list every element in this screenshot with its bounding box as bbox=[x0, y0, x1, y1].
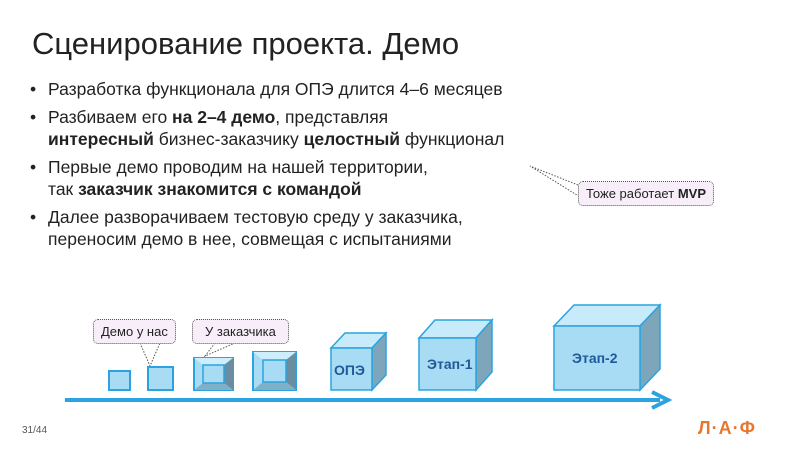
page-number: 31/44 bbox=[22, 425, 48, 436]
bullet-text: переносим демо в нее, совмещая с испытан… bbox=[48, 229, 452, 249]
bullet-bold: заказчик знакомится с командой bbox=[78, 179, 362, 199]
bullet-text: Разработка функционала для ОПЭ длится 4–… bbox=[48, 79, 503, 99]
bullet-text: , представляя bbox=[275, 107, 389, 127]
bullet-text: Разбиваем его bbox=[48, 107, 173, 127]
at-client-callout: У заказчика bbox=[192, 319, 289, 344]
bullet-text: функционал bbox=[400, 129, 505, 149]
arrow-head bbox=[651, 390, 673, 410]
cube-label: Этап-2 bbox=[572, 350, 618, 366]
demo-box-4 bbox=[252, 351, 297, 391]
demo-box-1 bbox=[108, 370, 131, 391]
bullet-text: Первые демо проводим на нашей территории… bbox=[48, 157, 428, 177]
bullet-4: Далее разворачиваем тестовую среду у зак… bbox=[30, 206, 504, 250]
demo-us-callout: Демо у нас bbox=[93, 319, 176, 344]
callout-text: Тоже работает bbox=[586, 186, 678, 201]
mvp-callout-tail bbox=[529, 165, 586, 201]
callout-bold: MVP bbox=[677, 186, 706, 201]
company-logo: Л·А·Ф bbox=[698, 418, 756, 438]
demo-box-3 bbox=[193, 357, 234, 391]
bullet-text: так bbox=[48, 179, 79, 199]
cube-stage-1 bbox=[417, 318, 494, 392]
slide-title: Сценирование проекта. Демо bbox=[32, 26, 460, 61]
client-callout-tail bbox=[203, 342, 236, 358]
bullet-bold: целостный bbox=[303, 129, 401, 149]
bullet-text: Далее разворачиваем тестовую среду у зак… bbox=[48, 207, 463, 227]
cube-label: Этап-1 bbox=[427, 356, 473, 372]
cube-ope bbox=[329, 331, 388, 392]
bullet-1: Разработка функционала для ОПЭ длится 4–… bbox=[30, 78, 504, 100]
bullet-3: Первые демо проводим на нашей территории… bbox=[30, 156, 504, 200]
cube-stage-2 bbox=[552, 303, 662, 392]
demo-callout-tail bbox=[139, 342, 161, 368]
mvp-callout: Тоже работает MVP bbox=[578, 181, 714, 206]
bullet-list: Разработка функционала для ОПЭ длится 4–… bbox=[30, 78, 504, 256]
bullet-bold: на 2–4 демо bbox=[172, 107, 276, 127]
bullet-2: Разбиваем его на 2–4 демо, представляя ин… bbox=[30, 106, 504, 150]
bullet-bold: интересный bbox=[48, 129, 154, 149]
cube-label: ОПЭ bbox=[334, 362, 365, 378]
bullet-text: бизнес-заказчику bbox=[153, 129, 304, 149]
demo-box-2 bbox=[147, 366, 174, 391]
